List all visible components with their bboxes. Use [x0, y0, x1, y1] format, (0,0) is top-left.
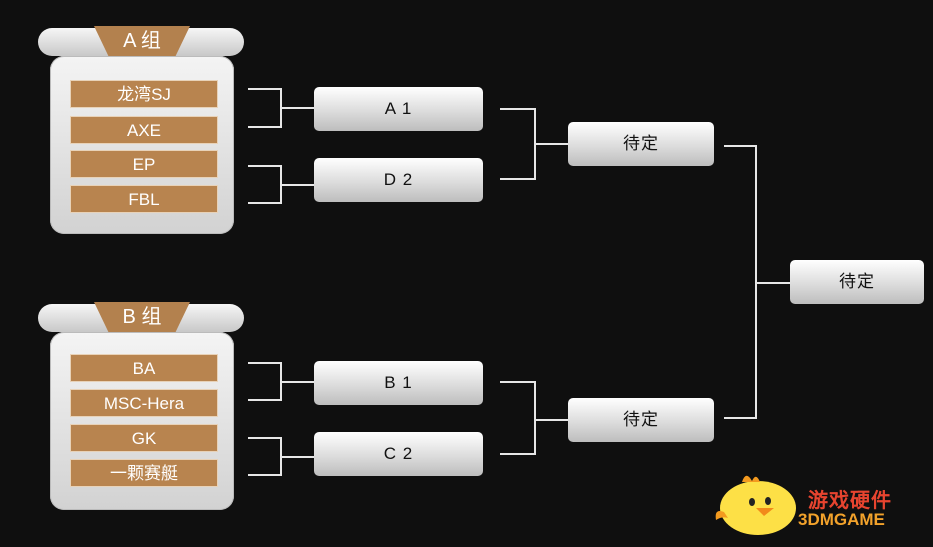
semi-1: 待定: [568, 122, 714, 166]
connector-line: [724, 417, 757, 419]
group-a-team-4: FBL: [70, 185, 218, 213]
match-d2: D 2: [314, 158, 483, 202]
connector-line: [500, 453, 536, 455]
group-a-team-1: 龙湾SJ: [70, 80, 218, 108]
connector-line: [280, 456, 314, 458]
connector-line: [248, 362, 280, 364]
connector-line: [248, 88, 280, 90]
group-b-team-4: 一颗赛艇: [70, 459, 218, 487]
group-a-team-2: AXE: [70, 116, 218, 144]
connector-line: [248, 399, 280, 401]
connector-line: [500, 108, 536, 110]
watermark-en-text: 3DMGAME: [798, 510, 885, 529]
connector-line: [755, 282, 790, 284]
group-a-title: A 组: [94, 26, 190, 56]
connector-line: [280, 381, 314, 383]
connector-line: [280, 107, 314, 109]
connector-line: [248, 165, 280, 167]
watermark-cn-text: 游戏硬件: [808, 490, 892, 512]
connector-line: [500, 381, 536, 383]
match-a1: A 1: [314, 87, 483, 131]
connector-line: [248, 202, 280, 204]
connector-line: [280, 184, 314, 186]
group-b-team-1: BA: [70, 354, 218, 382]
watermark-logo: 游戏硬件 3DMGAME: [712, 468, 922, 538]
connector-line: [534, 381, 536, 455]
group-a-team-3: EP: [70, 150, 218, 178]
connector-line: [248, 474, 280, 476]
group-b-team-2: MSC-Hera: [70, 389, 218, 417]
match-c2: C 2: [314, 432, 483, 476]
final-match: 待定: [790, 260, 924, 304]
connector-line: [724, 145, 757, 147]
semi-2: 待定: [568, 398, 714, 442]
connector-line: [248, 437, 280, 439]
match-b1: B 1: [314, 361, 483, 405]
chick-mascot-icon: [715, 475, 796, 535]
connector-line: [500, 178, 536, 180]
connector-line: [248, 126, 280, 128]
group-b-title: B 组: [94, 302, 190, 332]
connector-line: [534, 143, 568, 145]
group-b-team-3: GK: [70, 424, 218, 452]
connector-line: [534, 419, 568, 421]
